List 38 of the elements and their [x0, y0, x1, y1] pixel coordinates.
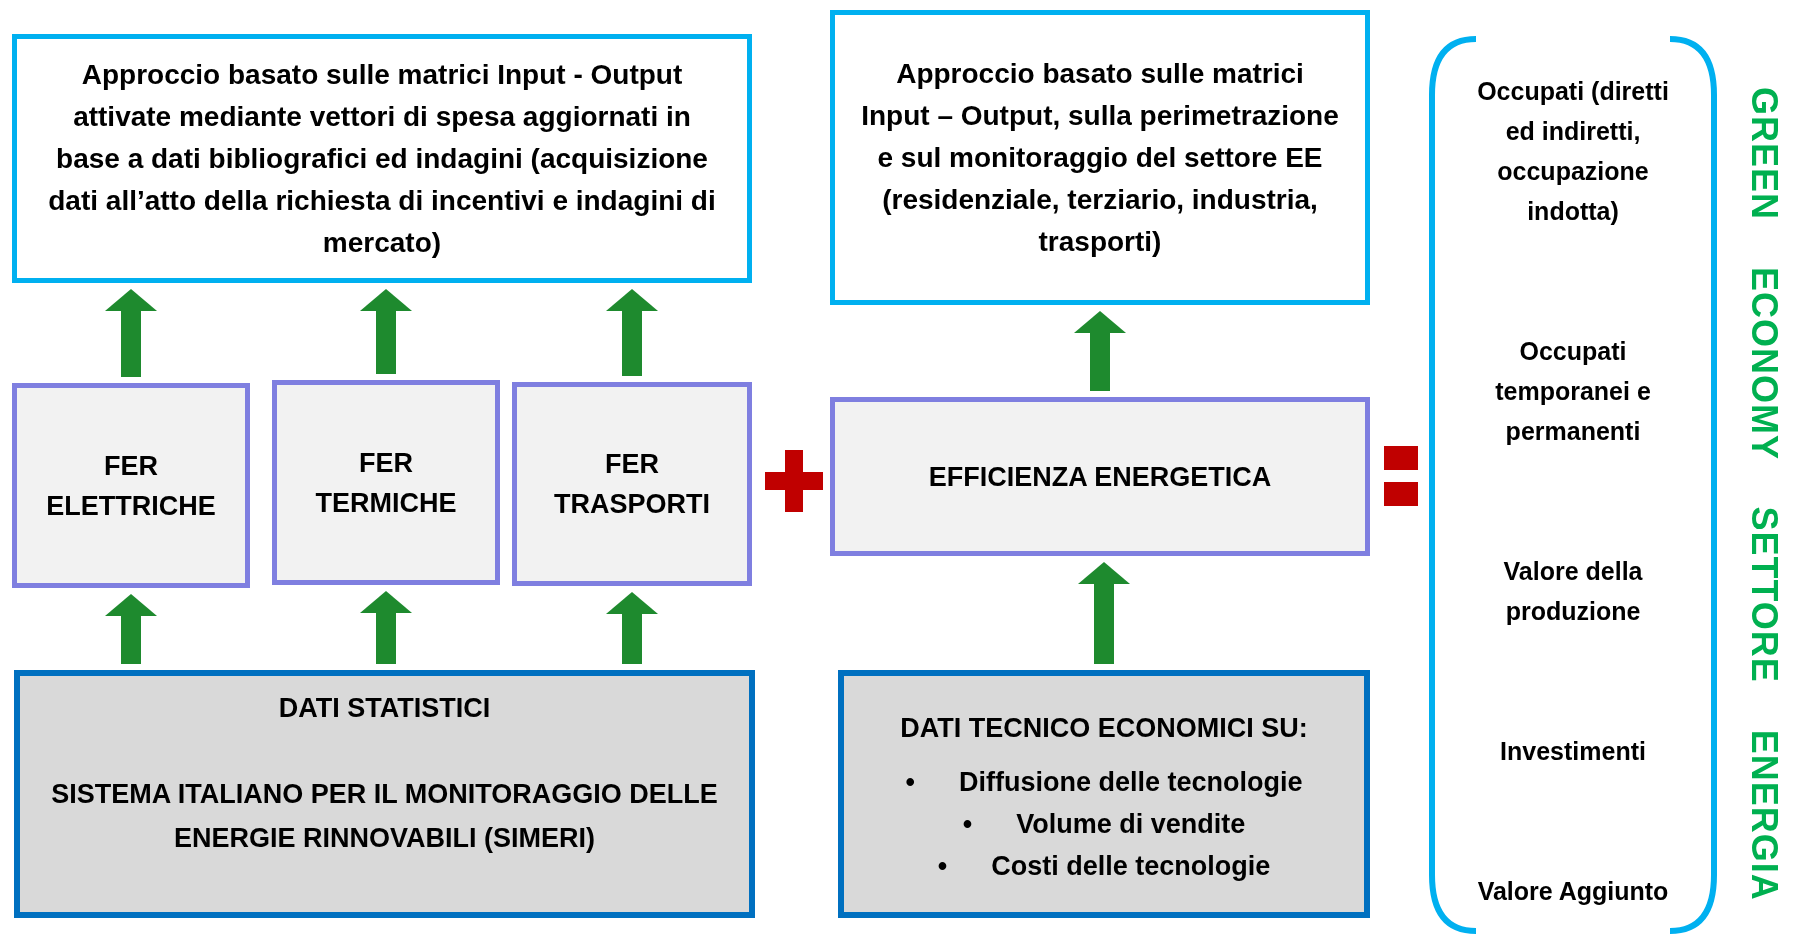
category-box	[512, 382, 752, 586]
output-bracket-panel	[1428, 35, 1718, 935]
box-heading: DATI TECNICO ECONOMICI SU:	[900, 712, 1308, 745]
arrow	[105, 594, 157, 664]
output-item: Investimenti	[1500, 736, 1646, 767]
arrow	[606, 289, 658, 376]
box-text: Approccio basato sulle matrici Input - Output attivate mediante vettori di spesa aggiornati in base a dati bibliografici ed indagini (acquisizione dati all’atto della richiesta di incentivi e indagini di mercato)	[47, 57, 717, 260]
output-item: Valore Aggiunto	[1477, 876, 1669, 907]
output-item: Occupati temporanei e permanenti	[1494, 336, 1652, 447]
box-text: EFFICIENZA ENERGETICA	[928, 460, 1272, 494]
data-source-box	[838, 670, 1370, 918]
method-box	[830, 10, 1370, 305]
box-text: FER TERMICHE	[314, 446, 458, 520]
vertical-title: GREEN ECONOMY SETTORE ENERGIA	[1743, 86, 1786, 903]
bullet-item: Diffusione delle tecnologie	[958, 766, 1303, 799]
category-box	[12, 383, 250, 588]
bullet-item: Volume di vendite	[1016, 808, 1246, 841]
box-text: FER TRASPORTI	[553, 448, 711, 521]
arrow	[360, 289, 412, 374]
arrow	[1078, 562, 1130, 664]
arrow	[606, 592, 658, 664]
box-heading: DATI STATISTICI	[278, 692, 491, 725]
output-item: Valore della produzione	[1502, 556, 1644, 627]
arrow	[105, 289, 157, 377]
bullet-mark: •	[937, 850, 948, 883]
box-text: SISTEMA ITALIANO PER IL MONITORAGGIO DELLE ENERGIE RINNOVABILI (SIMERI)	[50, 778, 719, 855]
arrow	[1074, 311, 1126, 391]
bullet-item: Costi delle tecnologie	[991, 850, 1271, 883]
box-text: FER ELETTRICHE	[45, 449, 217, 523]
bullet-mark: •	[962, 808, 973, 841]
method-box	[12, 34, 752, 283]
output-item: Occupati (diretti ed indiretti, occupazione indotta)	[1476, 76, 1670, 227]
bullet-mark: •	[905, 766, 915, 799]
data-source-box	[14, 670, 755, 918]
arrow	[360, 591, 412, 664]
category-box	[272, 380, 500, 585]
box-text: Approccio basato sulle matrici Input – Output, sulla perimetrazione e sul monitoraggio del settore EE (residenziale, terziario, industria, trasporti)	[860, 56, 1340, 259]
category-box	[830, 397, 1370, 556]
